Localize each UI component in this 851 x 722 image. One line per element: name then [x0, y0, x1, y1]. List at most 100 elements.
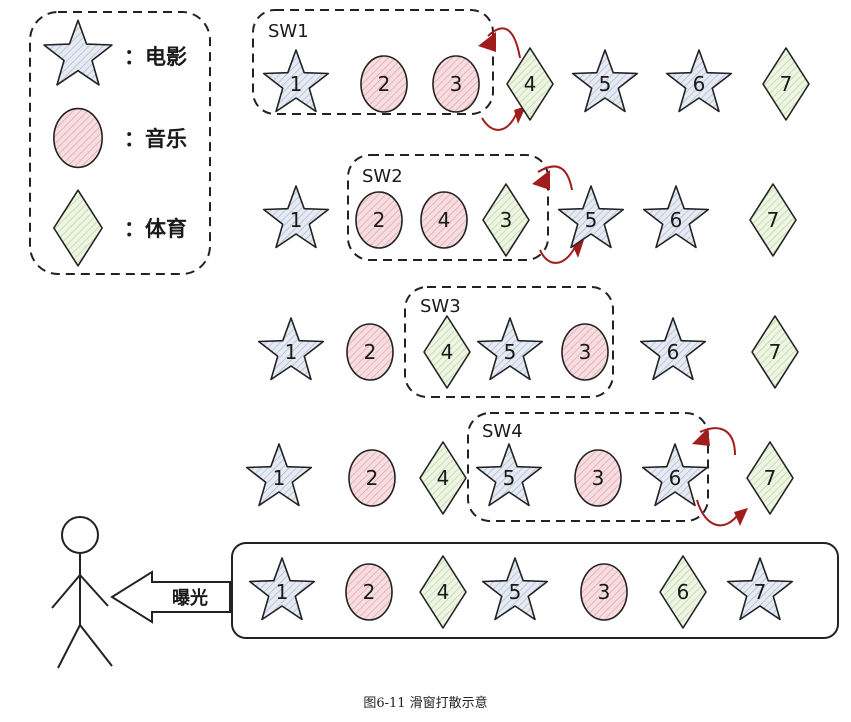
circle-shape — [53, 107, 103, 169]
legend-box — [29, 11, 211, 275]
item-number: 7 — [764, 466, 777, 490]
circle-shape — [561, 323, 609, 381]
item-number: 2 — [363, 580, 376, 604]
circle-shape — [345, 563, 393, 621]
swap-arrow-sw4-top — [699, 427, 736, 456]
row2-item-star: 1 — [262, 185, 330, 249]
item-number: 5 — [503, 466, 516, 490]
star-shape — [642, 185, 710, 249]
row1-item-diamond: 7 — [762, 47, 810, 121]
circle-shape — [432, 55, 480, 113]
diamond-shape — [419, 555, 467, 629]
swap-arrow-sw1-top — [487, 27, 521, 59]
diamond-shape — [659, 555, 707, 629]
item-number: 3 — [598, 580, 611, 604]
star-shape — [641, 443, 709, 507]
star-shape — [476, 317, 544, 381]
window-sw3 — [404, 286, 614, 398]
item-number: 4 — [441, 340, 454, 364]
row3-item-star: 1 — [257, 317, 325, 381]
item-number: 4 — [438, 208, 451, 232]
item-number: 6 — [670, 208, 683, 232]
legend-circle-icon: ：音乐 — [53, 107, 187, 169]
swap-arrow-sw4-bottom — [696, 499, 741, 527]
window-label-sw3: SW3 — [420, 296, 461, 317]
row4-item-diamond: 7 — [746, 441, 794, 515]
exposed-item-star: 1 — [248, 557, 316, 621]
window-sw1 — [252, 9, 494, 115]
exposed-item-circle: 2 — [345, 563, 393, 621]
item-number: 7 — [754, 580, 767, 604]
circle-shape — [574, 449, 622, 507]
star-shape — [475, 443, 543, 507]
row3-item-star: 5 — [476, 317, 544, 381]
star-shape — [557, 185, 625, 249]
diamond-shape — [419, 441, 467, 515]
row3-item-circle: 2 — [346, 323, 394, 381]
item-number: 5 — [585, 208, 598, 232]
row2-item-circle: 4 — [420, 191, 468, 249]
item-number: 1 — [276, 580, 289, 604]
item-number: 2 — [373, 208, 386, 232]
item-number: 4 — [524, 72, 537, 96]
item-number: 7 — [780, 72, 793, 96]
circle-shape — [420, 191, 468, 249]
diamond-shape — [423, 315, 471, 389]
item-number: 7 — [767, 208, 780, 232]
star-shape — [665, 49, 733, 113]
exposed-item-star: 5 — [481, 557, 549, 621]
item-number: 3 — [500, 208, 513, 232]
legend-label: ：体育 — [124, 217, 187, 241]
swap-arrows — [481, 27, 741, 527]
window-label-sw1: SW1 — [268, 21, 309, 42]
star-shape — [481, 557, 549, 621]
diamond-shape — [506, 47, 554, 121]
diamond-shape — [482, 183, 530, 257]
item-number: 6 — [667, 340, 680, 364]
item-number: 3 — [450, 72, 463, 96]
row2-item-circle: 2 — [355, 191, 403, 249]
item-number: 2 — [366, 466, 379, 490]
exposure-arrow — [110, 570, 231, 624]
item-number: 4 — [437, 466, 450, 490]
item-number: 6 — [669, 466, 682, 490]
item-number: 5 — [509, 580, 522, 604]
legend-star-icon: ：电影 — [43, 19, 187, 86]
row4-item-star: 1 — [245, 443, 313, 507]
row2-item-star: 5 — [557, 185, 625, 249]
exposed-item-diamond: 4 — [419, 555, 467, 629]
item-number: 1 — [285, 340, 298, 364]
row3-item-diamond: 4 — [423, 315, 471, 389]
item-number: 3 — [579, 340, 592, 364]
user-stick-figure — [51, 516, 113, 669]
item-number: 1 — [290, 208, 303, 232]
row2-item-diamond: 3 — [482, 183, 530, 257]
circle-shape — [355, 191, 403, 249]
circle-shape — [580, 563, 628, 621]
star-shape — [639, 317, 707, 381]
row4-item-diamond: 4 — [419, 441, 467, 515]
item-number: 6 — [677, 580, 690, 604]
star-shape — [245, 443, 313, 507]
row1-item-diamond: 4 — [506, 47, 554, 121]
item-number: 5 — [599, 72, 612, 96]
window-sw2 — [347, 154, 549, 261]
star-shape — [248, 557, 316, 621]
legend-diamond-icon: ：体育 — [53, 189, 187, 267]
row1-item-star: 1 — [262, 49, 330, 113]
row3-item-circle: 3 — [561, 323, 609, 381]
row3-item-star: 6 — [639, 317, 707, 381]
star-shape — [726, 557, 794, 621]
figure-caption: 图6-11 滑窗打散示意 — [363, 696, 488, 711]
item-number: 5 — [504, 340, 517, 364]
diamond-shape — [751, 315, 799, 389]
item-number: 1 — [290, 72, 303, 96]
star-shape — [571, 49, 639, 113]
diamond-shape — [746, 441, 794, 515]
item-number: 2 — [364, 340, 377, 364]
diamond-shape — [762, 47, 810, 121]
star-shape — [43, 19, 113, 86]
legend-label: ：电影 — [124, 45, 187, 69]
item-number: 4 — [437, 580, 450, 604]
